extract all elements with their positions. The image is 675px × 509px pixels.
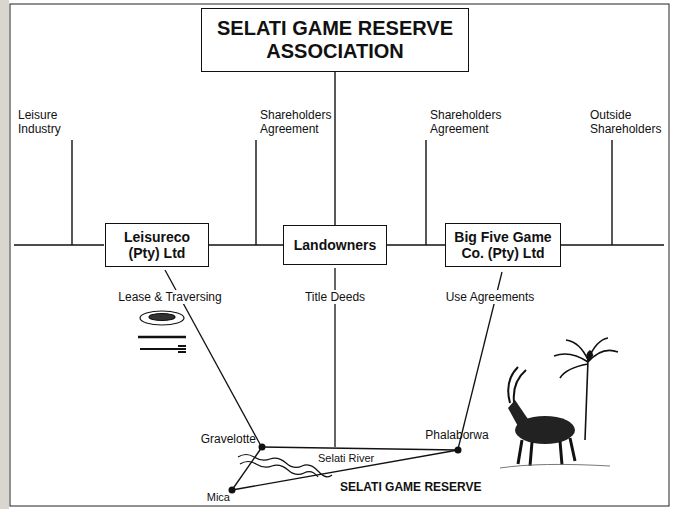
dining-icon — [138, 311, 186, 352]
label-text: Shareholders Agreement — [260, 108, 331, 136]
box-text: Big Five Game Co. (Pty) Ltd — [450, 229, 556, 261]
label-text: Shareholders Agreement — [430, 108, 501, 136]
town-label: Gravelotte — [180, 432, 256, 446]
river-label: Selati River — [318, 452, 398, 465]
box-text: Landowners — [288, 237, 382, 253]
label-text: Mica — [207, 491, 230, 503]
reserve-label: SELATI GAME RESERVE — [340, 480, 490, 494]
label-text: Use Agreements — [444, 290, 537, 304]
river — [238, 455, 332, 478]
label-text: Phalaborwa — [425, 428, 488, 442]
agreement-label: Shareholders Agreement — [260, 108, 344, 137]
association-box: SELATI GAME RESERVE ASSOCIATION — [201, 8, 469, 72]
label-text: Gravelotte — [201, 432, 256, 446]
scan-strip — [0, 0, 9, 509]
label-text: Outside Shareholders — [590, 108, 661, 136]
connector-line — [387, 244, 445, 245]
antelope-tree-icon — [500, 338, 618, 468]
agreement-label: Title Deeds — [285, 290, 385, 304]
label-text: Lease & Traversing — [116, 290, 223, 304]
party-label: Outside Shareholders — [590, 108, 666, 137]
company-box: Big Five Game Co. (Pty) Ltd — [445, 223, 561, 267]
label-text: Selati River — [318, 452, 374, 464]
landowners-box: Landowners — [283, 225, 387, 265]
agreement-label: Lease & Traversing — [110, 290, 230, 304]
company-box: Leisureco (Pty) Ltd — [105, 223, 209, 267]
label-text: SELATI GAME RESERVE — [340, 480, 482, 494]
frame — [10, 4, 669, 506]
agreement-label: Use Agreements — [430, 290, 550, 304]
label-text: Title Deeds — [303, 290, 367, 304]
town-label: Phalaborwa — [415, 428, 499, 442]
box-text: SELATI GAME RESERVE ASSOCIATION — [210, 17, 460, 63]
label-text: Leisure Industry — [18, 108, 61, 136]
agreement-label: Shareholders Agreement — [430, 108, 514, 137]
party-label: Leisure Industry — [18, 108, 72, 137]
connector-line — [334, 72, 335, 225]
town-label: Mica — [196, 491, 230, 504]
box-text: Leisureco (Pty) Ltd — [110, 229, 204, 261]
connector-line — [209, 244, 283, 245]
